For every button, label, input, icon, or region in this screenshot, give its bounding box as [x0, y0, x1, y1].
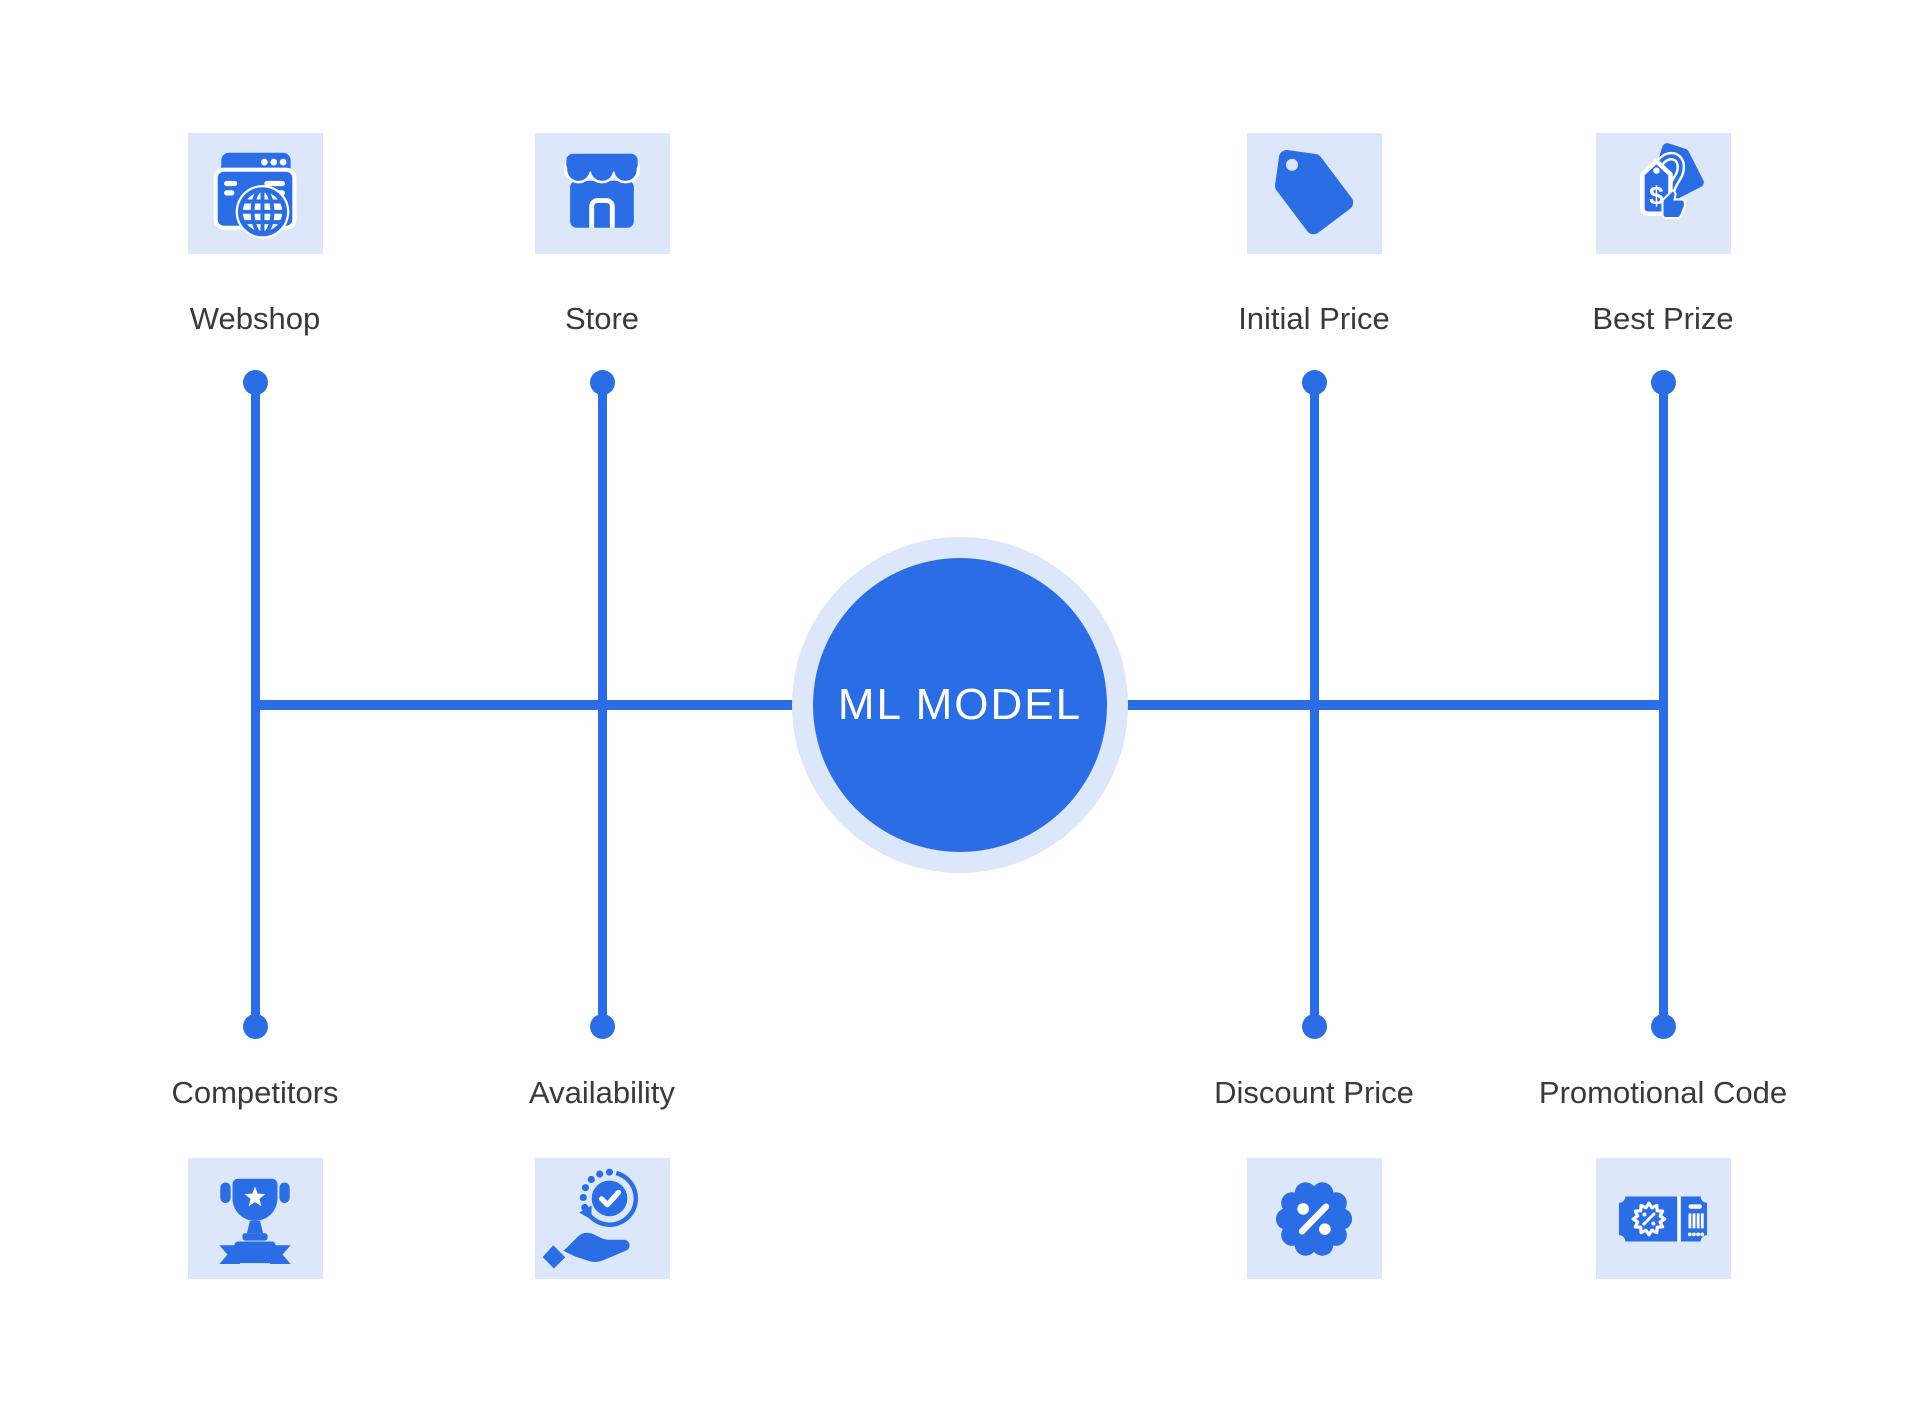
connector-dot [589, 1013, 615, 1039]
node-store: Store [452, 133, 752, 337]
discount-badge-icon [1275, 1181, 1353, 1256]
vertical-connector-line-initialprice-discountprice [1309, 382, 1319, 1026]
node-label-promotional-code: Promotional Code [1538, 1075, 1788, 1110]
connector-dot [589, 369, 615, 395]
connector-dot [242, 1013, 268, 1039]
ml-model-ring: ML MODEL [792, 537, 1128, 873]
connector-dot [1650, 369, 1676, 395]
node-label-store: Store [564, 301, 640, 336]
connector-dot [1301, 369, 1327, 395]
node-availability: Availability [452, 1075, 752, 1279]
best-prize-icon-tile: $ [1595, 133, 1731, 254]
node-label-availability: Availability [529, 1075, 675, 1110]
node-competitors: Competitors [105, 1075, 405, 1279]
price-tag-icon [1275, 149, 1354, 234]
node-promotional-code: Promotional Code [1513, 1075, 1813, 1279]
connector-dot [242, 369, 268, 395]
connector-dot [1650, 1013, 1676, 1039]
coupon-icon-tile [1595, 1158, 1731, 1279]
trophy-icon [219, 1178, 291, 1264]
vertical-connector-line-bestprize-promocode [1658, 382, 1668, 1026]
vertical-connector-line-store-availability [597, 382, 607, 1026]
node-best-prize: $ Best Prize [1513, 133, 1813, 337]
node-label-webshop: Webshop [189, 301, 321, 336]
coupon-icon [1612, 1189, 1714, 1248]
vertical-connector-line-webshop-competitors [250, 382, 260, 1026]
node-label-initial-price: Initial Price [1238, 301, 1390, 336]
price-tag-icon-tile [1246, 133, 1382, 254]
availability-icon [542, 1168, 639, 1268]
availability-icon-tile [534, 1158, 670, 1279]
node-discount-price: Discount Price [1164, 1075, 1464, 1279]
trophy-icon-tile [187, 1158, 323, 1279]
node-label-competitors: Competitors [171, 1075, 339, 1110]
node-webshop: Webshop [105, 133, 405, 337]
best-prize-icon: $ [1640, 142, 1704, 219]
node-initial-price: Initial Price [1164, 133, 1464, 337]
connector-dot [1301, 1013, 1327, 1039]
store-icon [563, 153, 641, 228]
node-label-discount-price: Discount Price [1214, 1075, 1414, 1110]
ml-model-circle: ML MODEL [813, 558, 1107, 852]
webshop-icon [213, 152, 297, 239]
store-icon-tile [534, 133, 670, 254]
discount-badge-icon-tile [1246, 1158, 1382, 1279]
svg-text:$: $ [1649, 180, 1664, 210]
ml-model-label: ML MODEL [837, 680, 1083, 729]
webshop-icon-tile [187, 133, 323, 254]
node-label-best-prize: Best Prize [1592, 301, 1734, 336]
